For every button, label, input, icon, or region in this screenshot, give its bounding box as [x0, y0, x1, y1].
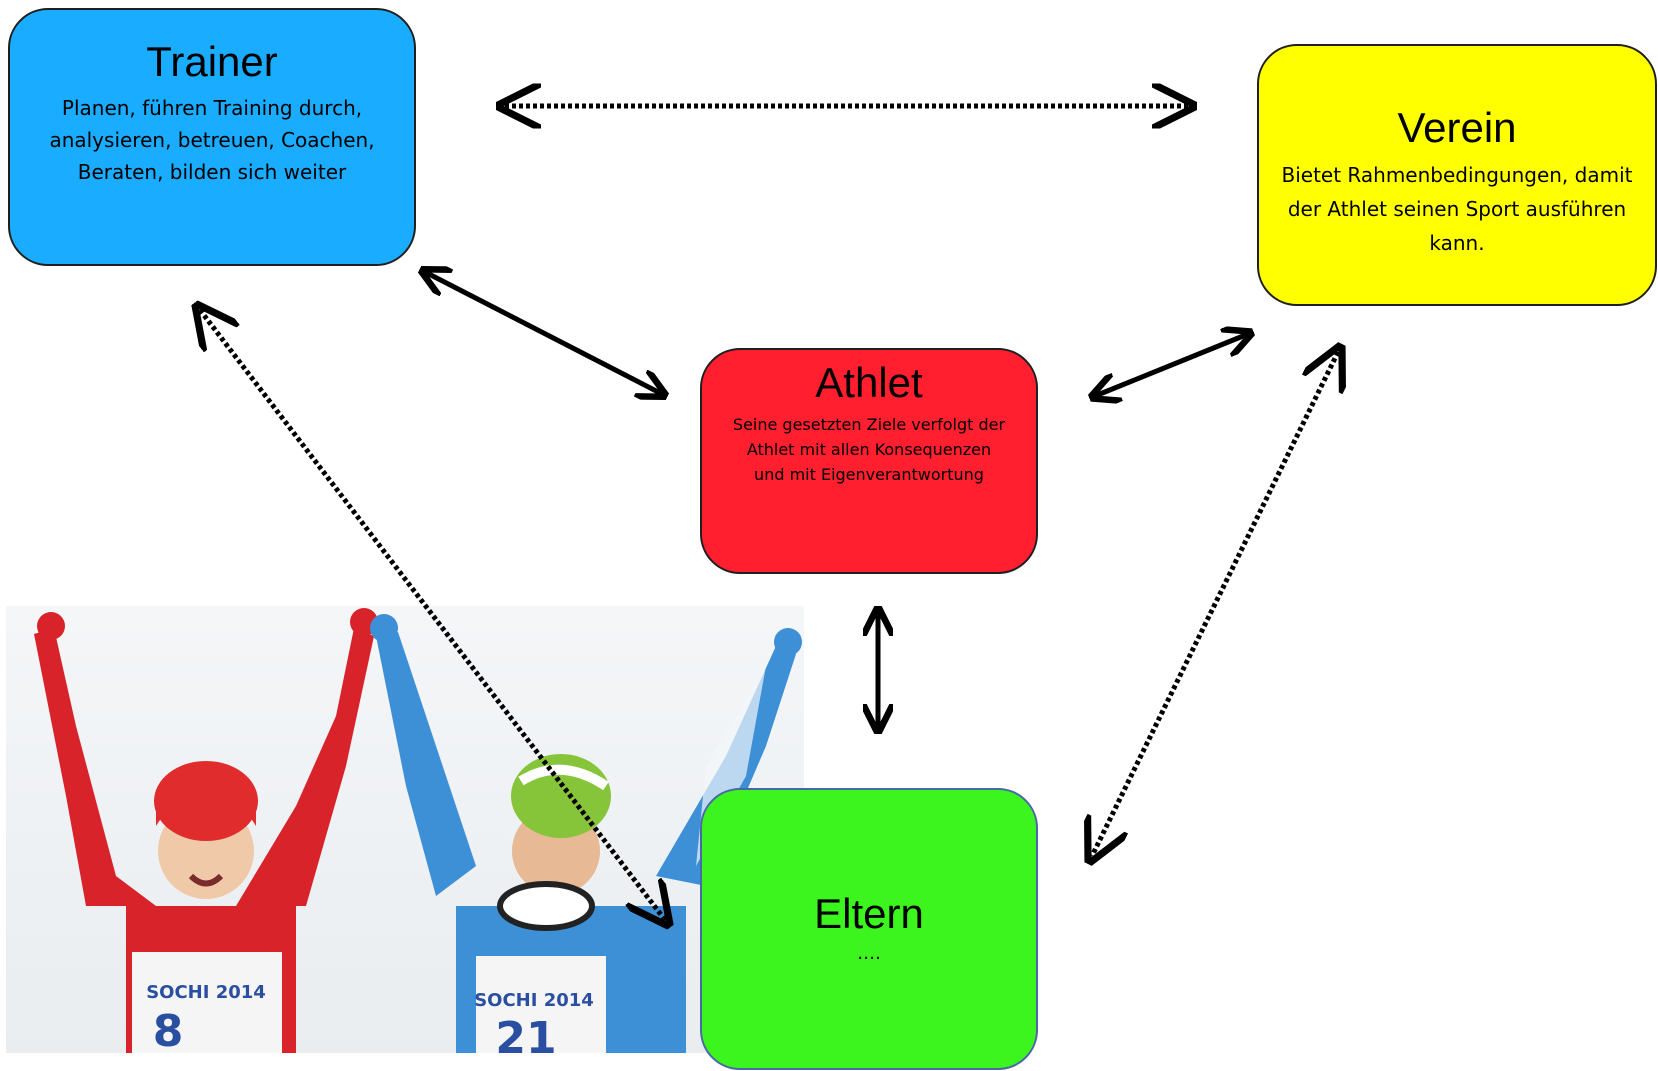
node-athlet-title: Athlet	[815, 359, 923, 406]
node-trainer-title: Trainer	[146, 38, 278, 85]
node-verein-title: Verein	[1397, 104, 1517, 151]
node-verein-description: Bietet Rahmenbedingungen, damit der Athl…	[1281, 163, 1633, 255]
edge-trainer-eltern	[200, 310, 665, 920]
node-verein: Verein Bietet Rahmenbedingungen, damit d…	[1257, 44, 1657, 306]
node-eltern-description: ….	[857, 943, 881, 964]
bib-right-number: 21	[495, 1013, 556, 1053]
node-athlet-description: Seine gesetzten Ziele verfolgt der Athle…	[732, 415, 1006, 484]
bib-left-number: 8	[153, 1006, 184, 1053]
bib-right-event: SOCHI 2014	[474, 990, 594, 1011]
bib-right	[476, 956, 606, 1053]
bib-left	[132, 952, 282, 1053]
node-trainer: Trainer Planen, führen Training durch, a…	[8, 8, 416, 266]
bib-left-event: SOCHI 2014	[146, 982, 266, 1003]
node-eltern: Eltern ….	[700, 788, 1038, 1070]
edge-verein-eltern	[1092, 352, 1338, 856]
node-eltern-title: Eltern	[814, 890, 924, 937]
node-athlet: Athlet Seine gesetzten Ziele verfolgt de…	[700, 348, 1038, 574]
edge-trainer-athlet	[425, 272, 662, 394]
node-trainer-description: Planen, führen Training durch, analysier…	[49, 96, 375, 184]
edge-verein-athlet	[1095, 334, 1248, 396]
